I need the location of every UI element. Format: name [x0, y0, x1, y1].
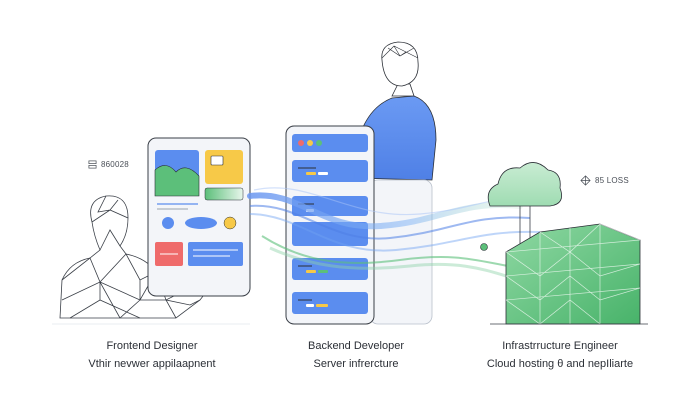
frontend-role-subtitle: Vthir nevwer appilaapnent [88, 358, 216, 370]
backend-role-title: Backend Developer [307, 340, 404, 352]
flow-node-icon [480, 243, 488, 251]
infrastructure-cloud [487, 162, 563, 250]
backend-role-subtitle: Server infrercture [313, 358, 399, 370]
server-rack-icon [88, 160, 97, 169]
diamond-network-icon [580, 175, 591, 186]
infrastructure-datacenter [490, 223, 648, 325]
left-tag-label: 860028 [101, 160, 129, 169]
infrastructure-role-subtitle: Cloud hosting θ and nepIliarte [486, 358, 634, 370]
left-tag: 860028 [88, 160, 129, 169]
right-tag: 85 LOSS [580, 175, 629, 186]
frontend-caption: Frontend Designer Vthir nevwer appilaapn… [52, 340, 252, 370]
frontend-role-title: Frontend Designer [106, 340, 198, 352]
backend-server-rack [285, 125, 375, 325]
backend-caption: Backend Developer Server infrercture [256, 340, 456, 370]
frontend-tablet [147, 137, 251, 297]
data-flow-ribbons [247, 187, 541, 282]
infrastructure-role-title: Infrastrructure Engineer [502, 340, 618, 352]
infrastructure-caption: Infrastrructure Engineer Cloud hosting θ… [460, 340, 660, 370]
right-tag-label: 85 LOSS [595, 176, 629, 185]
